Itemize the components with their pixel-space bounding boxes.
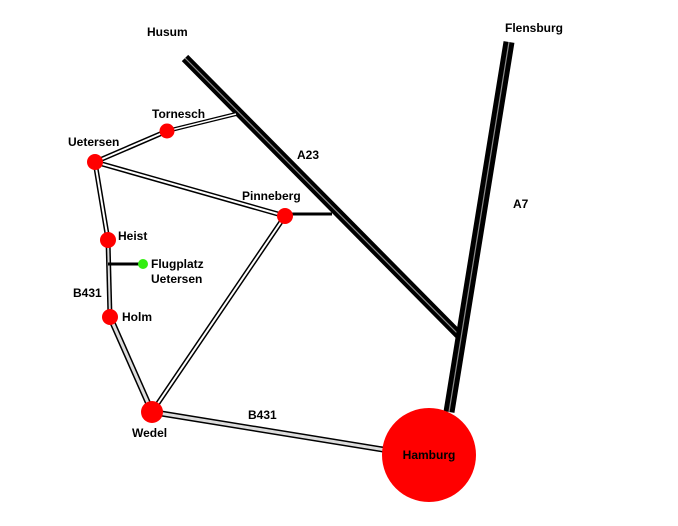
label-wedel: Wedel (132, 426, 167, 440)
motorway-a23 (181, 54, 464, 340)
label-uetersen: Uetersen (68, 135, 119, 149)
label-holm: Holm (122, 310, 152, 324)
flugplatz-marker (138, 259, 148, 269)
heist-marker (100, 232, 116, 248)
uetersen-marker (87, 154, 103, 170)
wedel-marker (141, 401, 163, 423)
holm-marker (102, 309, 118, 325)
label-flugplatz-line2: Uetersen (151, 272, 202, 286)
motorway-a7 (443, 41, 515, 413)
road-tornesch-a23 (166, 112, 237, 133)
road-tornesch-uetersen (94, 128, 168, 165)
label-pinneberg: Pinneberg (242, 189, 301, 203)
pinneberg-marker (277, 208, 293, 224)
road-uetersen-heist (92, 161, 111, 241)
road-wedel-hamburg (151, 409, 393, 454)
label-b431-north: B431 (73, 286, 102, 300)
label-flugplatz-line1: Flugplatz (151, 257, 204, 271)
label-tornesch: Tornesch (152, 107, 205, 121)
road-uetersen-pinneberg (94, 159, 286, 219)
label-husum: Husum (147, 25, 188, 39)
label-b431-south: B431 (248, 408, 277, 422)
label-hamburg: Hamburg (403, 448, 456, 462)
road-holm-wedel (107, 315, 155, 414)
label-flensburg: Flensburg (505, 21, 563, 35)
road-pinneberg-wedel (149, 214, 288, 414)
a7-centerline (448, 41, 510, 413)
label-a23: A23 (297, 148, 319, 162)
label-a7: A7 (513, 197, 529, 211)
road-heist-holm (105, 239, 113, 318)
tornesch-marker (159, 123, 175, 139)
label-heist: Heist (118, 229, 147, 243)
a23-centerline (184, 57, 461, 337)
hamburg-marker (382, 408, 476, 502)
